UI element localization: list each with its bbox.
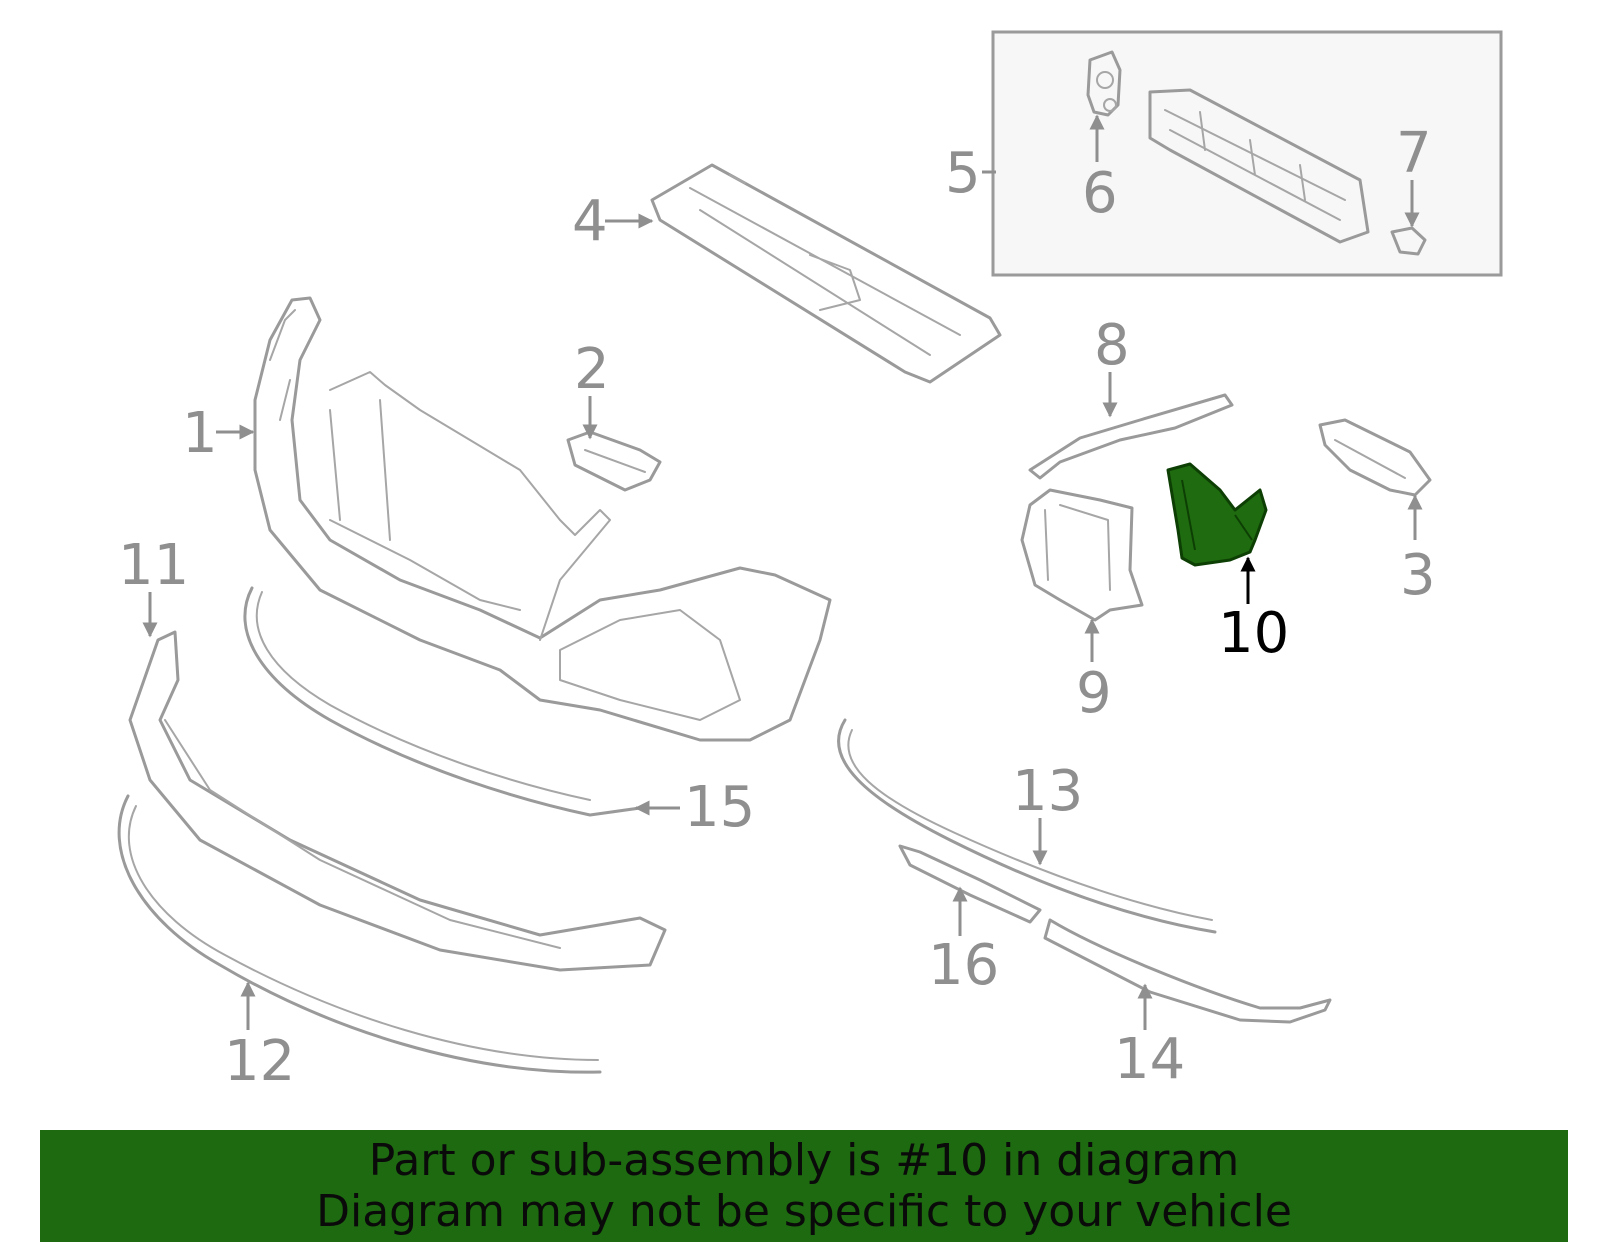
assembly-inset-box — [991, 30, 1503, 277]
callout-4: 4 — [572, 189, 608, 254]
info-banner: Part or sub-assembly is #10 in diagram D… — [40, 1130, 1568, 1242]
callout-8: 8 — [1094, 313, 1130, 378]
part-9-bracket[interactable] — [1020, 488, 1144, 622]
callout-6: 6 — [1082, 161, 1118, 226]
callout-7: 7 — [1396, 121, 1432, 186]
callout-12: 12 — [224, 1029, 295, 1094]
part-8-bracket[interactable] — [1028, 393, 1234, 480]
callout-11: 11 — [118, 533, 189, 598]
part-3-bracket[interactable] — [1318, 418, 1432, 497]
part-1-upper-fascia[interactable] — [253, 296, 832, 742]
callout-16: 16 — [928, 933, 999, 998]
part-10-highlighted[interactable] — [1166, 462, 1268, 567]
callout-9: 9 — [1076, 661, 1112, 726]
part-5-bracket[interactable] — [1148, 88, 1370, 244]
part-4-cover[interactable] — [650, 163, 1002, 384]
callout-13: 13 — [1012, 759, 1083, 824]
part-15-molding[interactable] — [243, 586, 642, 817]
part-16-strip[interactable] — [898, 844, 1042, 924]
part-2-bracket[interactable] — [566, 430, 662, 492]
part-12-strip[interactable] — [117, 794, 602, 1074]
part-13-molding[interactable] — [837, 718, 1217, 934]
part-14-strip[interactable] — [1043, 918, 1332, 1024]
part-6-clip[interactable] — [1086, 50, 1122, 117]
callout-14: 14 — [1114, 1027, 1185, 1092]
callout-3: 3 — [1400, 543, 1436, 608]
callout-5: 5 — [945, 141, 981, 206]
callout-2: 2 — [574, 337, 610, 402]
callout-15: 15 — [684, 775, 755, 840]
banner-line-2: Diagram may not be specific to your vehi… — [316, 1186, 1292, 1237]
part-11-lower-trim[interactable] — [128, 630, 667, 972]
callout-10: 10 — [1218, 601, 1289, 666]
callout-1: 1 — [182, 401, 218, 466]
part-7-clip[interactable] — [1390, 226, 1427, 256]
banner-line-1: Part or sub-assembly is #10 in diagram — [368, 1135, 1240, 1186]
